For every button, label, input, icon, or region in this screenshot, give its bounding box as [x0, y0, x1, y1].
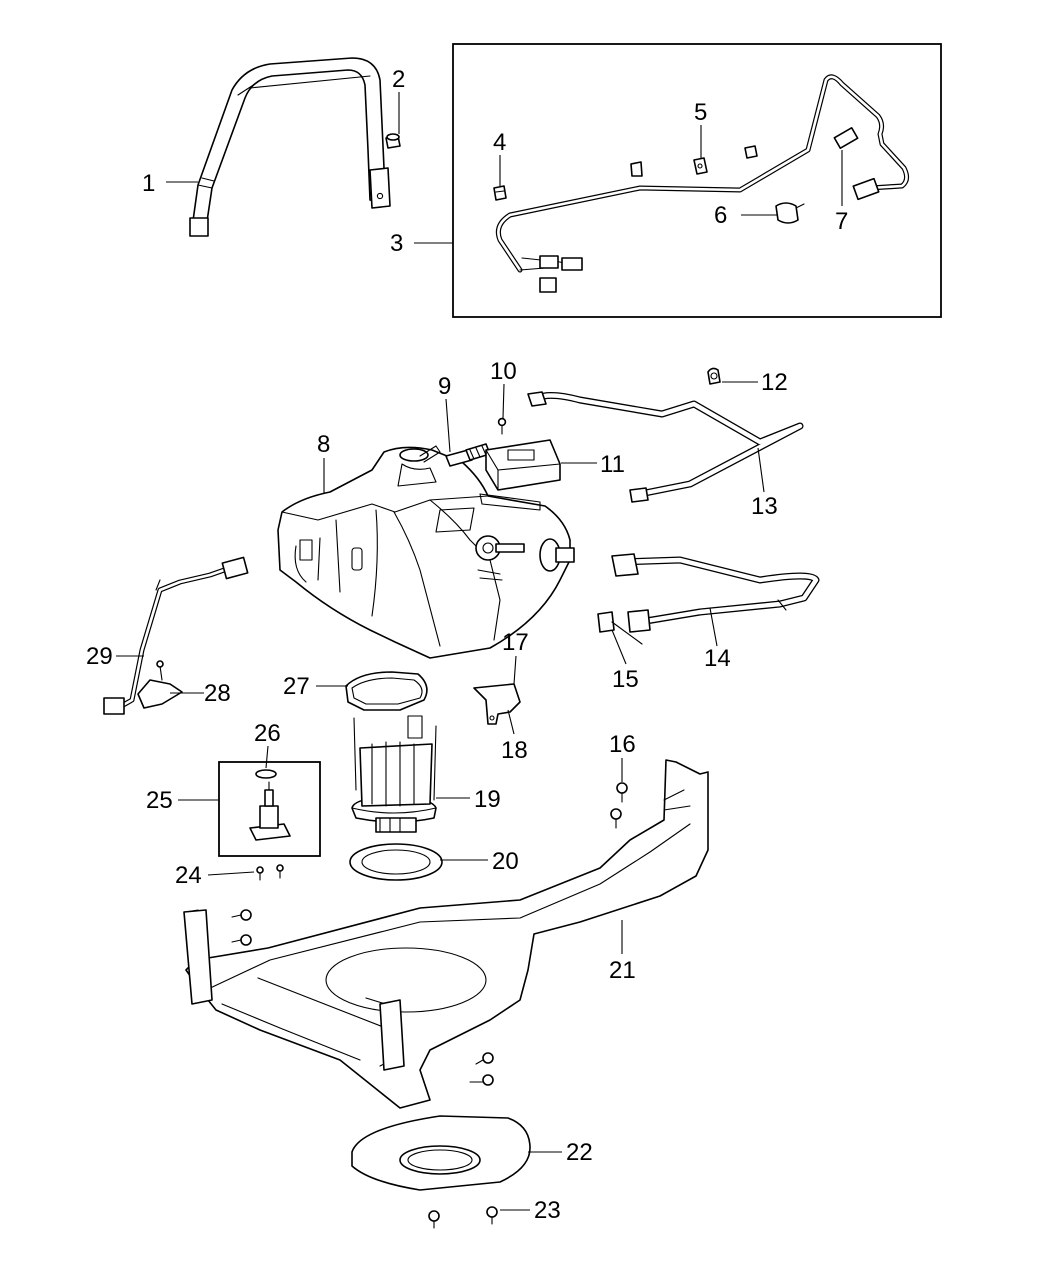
fuel-tank-skid-plate [183, 759, 709, 1109]
callout-18: 18 [501, 737, 528, 764]
fuel-pump-control-module [485, 439, 561, 491]
hose-clip-12 [707, 367, 721, 385]
callout-20: 20 [492, 848, 519, 875]
callout-2: 2 [392, 66, 405, 93]
o-ring-26 [255, 769, 277, 779]
fuel-wiring-harness [495, 74, 910, 293]
harness-clip-5 [693, 157, 708, 175]
harness-bracket-28 [137, 660, 183, 709]
fuel-fill-hose [611, 553, 820, 633]
module-screw-10 [497, 417, 507, 435]
callout-labels: 1 2 3 4 5 6 7 8 9 10 11 12 13 14 15 16 1… [86, 66, 848, 1224]
callout-26: 26 [254, 720, 281, 747]
wiring-harness-frame [452, 43, 942, 318]
screws-24 [256, 864, 284, 881]
fuel-tank-harness-29 [103, 556, 249, 715]
strap-nut [385, 133, 401, 149]
callout-4: 4 [493, 129, 506, 156]
callout-27: 27 [283, 673, 310, 700]
pump-seal-27 [345, 671, 428, 711]
callout-24: 24 [175, 862, 202, 889]
harness-clip-b [744, 145, 758, 159]
leader-lines [116, 92, 843, 1211]
fuel-level-sensor-25 [249, 781, 291, 841]
callout-29: 29 [86, 643, 113, 670]
callout-22: 22 [566, 1139, 593, 1166]
level-sensor-frame [218, 761, 321, 857]
callout-8: 8 [317, 431, 330, 458]
callout-12: 12 [761, 369, 788, 396]
harness-clip-a [630, 161, 643, 177]
callout-10: 10 [490, 358, 517, 385]
callout-17: 17 [502, 629, 529, 656]
harness-clip-6 [775, 202, 805, 224]
fuel-tank [277, 445, 575, 659]
callout-16: 16 [609, 731, 636, 758]
callout-13: 13 [751, 493, 778, 520]
lock-ring-20 [349, 843, 443, 881]
heat-shield-22 [351, 1115, 531, 1191]
fuel-tank-strap [189, 57, 391, 237]
screws-23 [428, 1206, 498, 1229]
callout-19: 19 [474, 786, 501, 813]
callout-15: 15 [612, 666, 639, 693]
callout-28: 28 [204, 680, 231, 707]
callout-7: 7 [835, 208, 848, 235]
callout-3: 3 [390, 230, 403, 257]
fuel-pump-module [351, 715, 437, 833]
harness-clip-4 [493, 185, 507, 201]
callout-25: 25 [146, 787, 173, 814]
fill-hose-valve-15 [597, 611, 643, 645]
callout-11: 11 [600, 451, 625, 478]
bolts-16 [610, 782, 628, 829]
callout-5: 5 [694, 99, 707, 126]
callout-9: 9 [438, 373, 451, 400]
callout-21: 21 [609, 957, 636, 984]
callout-14: 14 [704, 645, 731, 672]
callout-23: 23 [534, 1197, 561, 1224]
skid-bolts [231, 909, 494, 1086]
callout-1: 1 [142, 170, 155, 197]
fuel-tank-connector-9 [445, 443, 491, 467]
vent-hose [527, 391, 804, 503]
bracket-17-18 [473, 683, 521, 725]
callout-6: 6 [714, 202, 727, 229]
